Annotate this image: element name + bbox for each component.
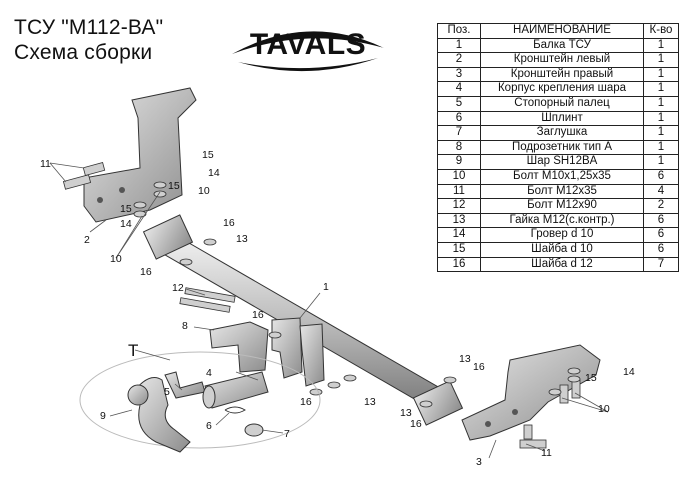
callout-labels: T 1 2 3 4 5 6 7 8 9 10 10 10 11 11 12 13… — [40, 149, 635, 468]
callout-4: 4 — [206, 367, 212, 379]
callout-15-left: 15 — [120, 203, 132, 215]
callout-10-right: 10 — [598, 403, 610, 415]
hardware-parts — [62, 162, 581, 449]
cell-name: Балка ТСУ — [480, 37, 644, 54]
socket-plate-part — [209, 317, 325, 387]
cell-no: 16 — [437, 256, 481, 273]
callout-16-e: 16 — [410, 418, 422, 430]
logo-text: TAVALS — [249, 28, 367, 61]
cell-name: Шайба d 12 — [480, 256, 644, 273]
callout-15-mid: 15 — [168, 180, 180, 192]
callout-1: 1 — [323, 281, 329, 293]
left-bracket-part — [83, 87, 197, 223]
title-line-1: ТСУ "М112-ВА" — [14, 16, 164, 39]
callout-14-upper: 14 — [208, 167, 220, 179]
callout-12: 12 — [172, 282, 184, 294]
callout-16-d: 16 — [300, 396, 312, 408]
callout-10-upper: 10 — [198, 185, 210, 197]
callout-13-a: 13 — [236, 233, 248, 245]
callout-11-right: 11 — [541, 447, 552, 459]
callout-2: 2 — [84, 234, 90, 246]
callout-9: 9 — [100, 410, 106, 422]
cell-qty: 1 — [643, 37, 679, 54]
callout-3: 3 — [476, 456, 482, 468]
cell-no: 13 — [437, 212, 481, 229]
callout-15-right: 15 — [585, 372, 597, 384]
callout-14-left: 14 — [120, 218, 132, 230]
callout-16-f: 16 — [473, 361, 485, 373]
column-header-no: Поз. — [437, 23, 481, 39]
right-bracket-part — [461, 344, 601, 441]
callout-6: 6 — [206, 420, 212, 432]
callout-11-left: 11 — [40, 158, 51, 170]
callout-8: 8 — [182, 320, 188, 332]
callout-13-d: 13 — [400, 407, 412, 419]
cell-name: Болт М12x35 — [480, 183, 644, 200]
tavals-logo: TAVALS — [228, 18, 388, 80]
callout-14-right: 14 — [623, 366, 635, 378]
callout-15-upper: 15 — [202, 149, 214, 161]
column-header-qty: К-во — [643, 23, 679, 39]
callout-5: 5 — [164, 386, 170, 398]
callout-16-c: 16 — [252, 309, 264, 321]
cell-qty: 2 — [643, 198, 679, 214]
detail-t-label: T — [128, 341, 138, 360]
logo-swoosh-icon — [232, 31, 384, 72]
detail-t-group — [79, 351, 321, 453]
callout-13-b: 13 — [364, 396, 376, 408]
callout-10-left: 10 — [110, 253, 122, 265]
callout-7: 7 — [284, 428, 290, 440]
callout-16-a: 16 — [223, 217, 235, 229]
leader-lines — [49, 162, 609, 459]
callout-16-b: 16 — [140, 266, 152, 278]
callout-13-c: 13 — [459, 353, 471, 365]
title-line-2: Схема сборки — [14, 41, 153, 64]
cell-qty: 7 — [643, 256, 679, 273]
